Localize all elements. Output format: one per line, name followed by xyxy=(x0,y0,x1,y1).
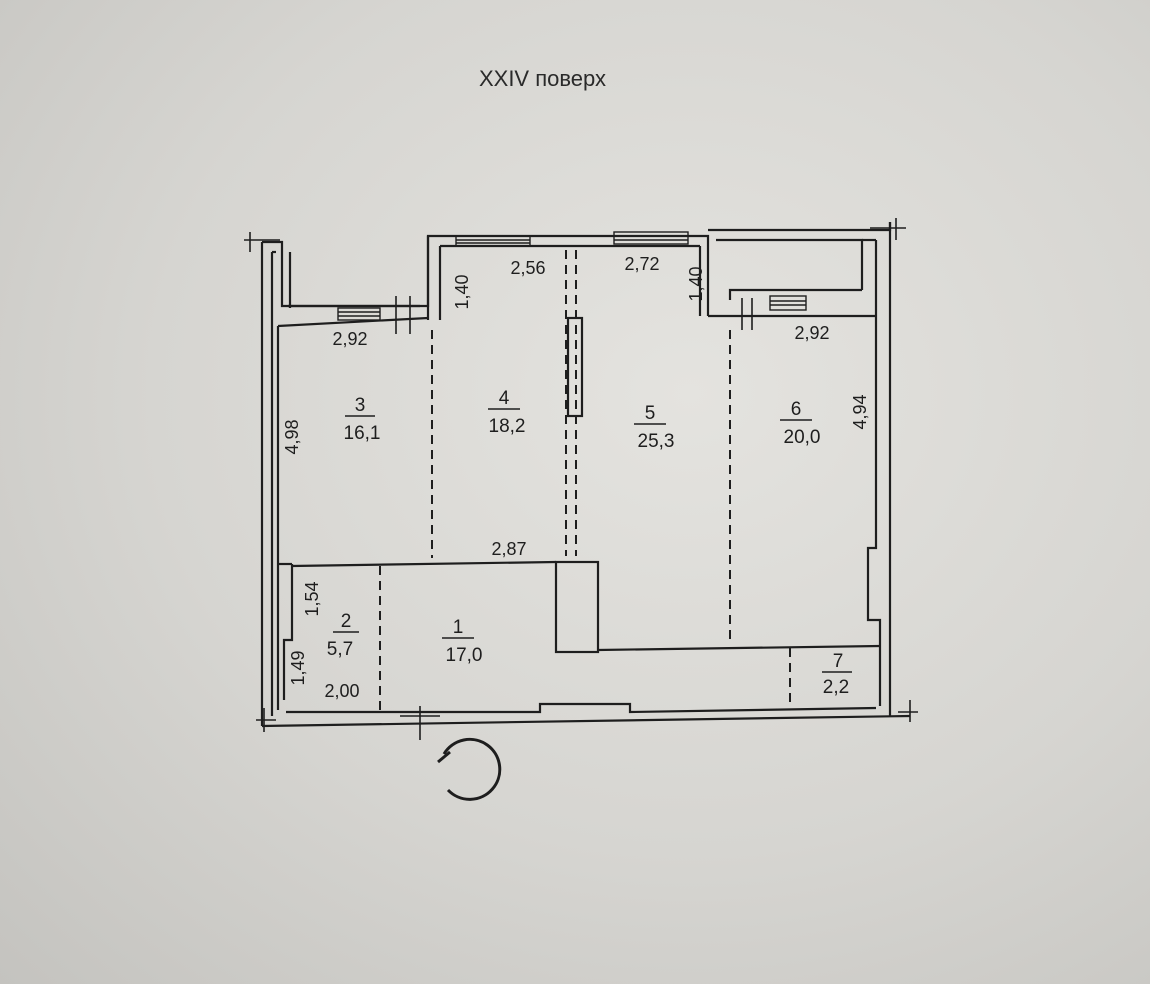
room-labels: 3 16,1 4 18,2 5 25,3 6 20,0 2 5,7 1 17,0 xyxy=(327,388,852,698)
dim-balcony-right: 2,92 xyxy=(794,323,829,343)
dim-room4-top: 2,56 xyxy=(510,258,545,278)
room-2-label: 2 5,7 xyxy=(327,611,359,660)
dim-room2-width: 2,00 xyxy=(324,681,359,701)
outer-walls xyxy=(260,222,911,728)
svg-text:6: 6 xyxy=(791,399,802,420)
svg-text:25,3: 25,3 xyxy=(638,431,675,452)
dimension-labels: 2,92 2,92 2,56 2,72 2,87 2,00 1,40 1,40 … xyxy=(282,254,870,701)
compass-icon xyxy=(442,737,502,801)
dim-room5-top: 2,72 xyxy=(624,254,659,274)
dim-left-niche: 1,40 xyxy=(452,274,472,309)
svg-text:2: 2 xyxy=(341,611,352,632)
dim-right-niche: 1,40 xyxy=(686,266,706,301)
dim-room3-height: 4,98 xyxy=(282,419,302,454)
svg-text:18,2: 18,2 xyxy=(489,416,526,437)
room-4-label: 4 18,2 xyxy=(488,388,525,437)
dim-room6-height: 4,94 xyxy=(850,394,870,429)
dim-partition: 2,87 xyxy=(491,539,526,559)
plan-title: XXIV поверх xyxy=(478,66,607,91)
svg-text:3: 3 xyxy=(355,395,366,416)
dim-room2-upper: 1,54 xyxy=(302,581,322,616)
svg-text:16,1: 16,1 xyxy=(344,423,381,444)
tick-marks xyxy=(244,218,918,740)
svg-text:4: 4 xyxy=(499,388,510,409)
room-7-label: 7 2,2 xyxy=(822,651,852,698)
svg-text:7: 7 xyxy=(833,651,844,672)
svg-text:2,2: 2,2 xyxy=(823,677,849,698)
windows xyxy=(337,231,807,321)
room-3-label: 3 16,1 xyxy=(344,395,381,444)
svg-text:5,7: 5,7 xyxy=(327,639,353,660)
dashed-partitions xyxy=(379,250,791,710)
room-6-label: 6 20,0 xyxy=(780,399,820,448)
room-5-label: 5 25,3 xyxy=(634,403,674,452)
svg-text:20,0: 20,0 xyxy=(784,427,821,448)
svg-text:5: 5 xyxy=(645,403,656,424)
dim-room2-lower: 1,49 xyxy=(288,650,308,685)
svg-text:1: 1 xyxy=(453,617,464,638)
dim-balcony-left: 2,92 xyxy=(332,329,367,349)
room-1-label: 1 17,0 xyxy=(442,617,482,666)
solid-partitions xyxy=(291,316,881,654)
svg-text:17,0: 17,0 xyxy=(446,645,483,666)
